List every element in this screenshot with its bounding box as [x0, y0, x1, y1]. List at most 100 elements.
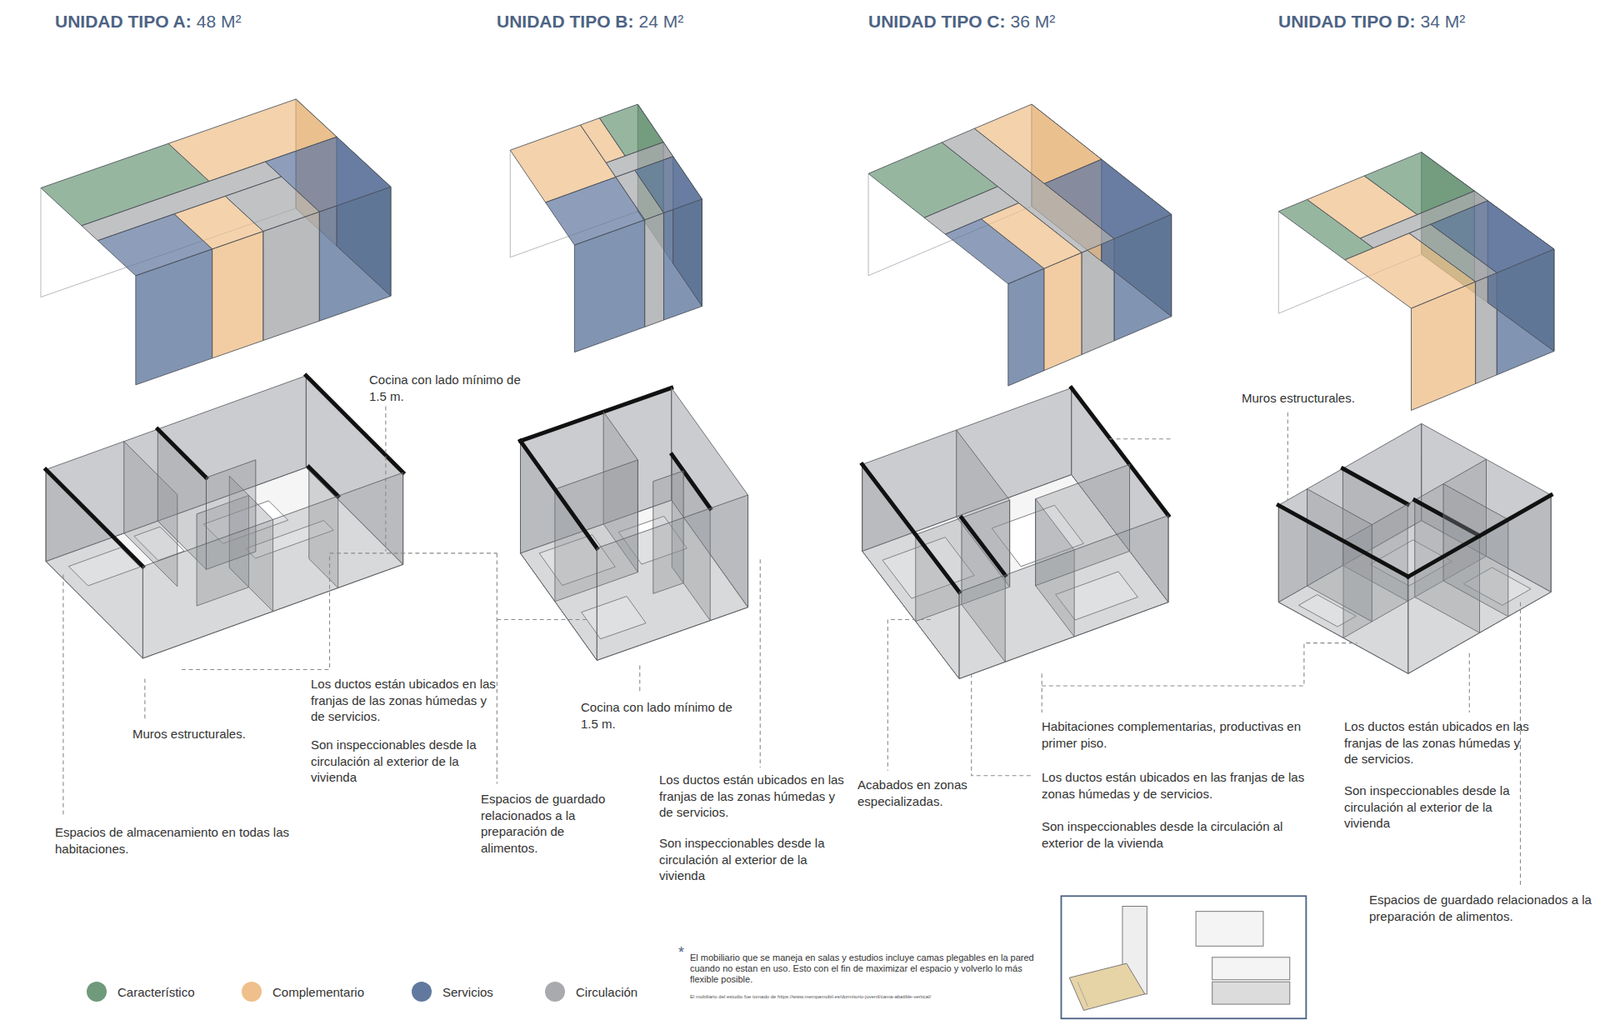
volume-diagram — [40, 99, 391, 385]
volume-face — [645, 212, 665, 327]
unit-area: 48 M² — [196, 11, 242, 31]
volume-top — [1430, 200, 1555, 274]
slats — [1077, 981, 1088, 1006]
floor-plan — [862, 387, 1169, 679]
footnote: El mobiliario que se maneja en salas y e… — [690, 952, 1040, 985]
callout-text: Cocina con lado mínimo de 1.5 m. — [580, 699, 748, 732]
wall — [959, 515, 1169, 680]
callout-text: Acabados en zonas especializadas. — [857, 776, 983, 810]
callout-text: Son inspeccionables desde la circulación… — [310, 736, 495, 786]
legend-swatch — [411, 981, 432, 1002]
unit-area: 24 M² — [639, 11, 685, 31]
leader-line — [639, 665, 640, 695]
wall — [142, 472, 403, 659]
structural-wall — [1408, 495, 1551, 577]
sofa — [1212, 981, 1290, 1005]
structural-wall — [1278, 505, 1409, 577]
callout-text: Espacios de guardado relacionados a la p… — [480, 790, 623, 856]
volume-face — [212, 231, 264, 359]
leader-line — [1109, 438, 1170, 440]
volume-diagram — [868, 104, 1172, 386]
floor-plan — [45, 375, 404, 659]
wall — [520, 440, 597, 660]
structural-wall — [157, 429, 206, 478]
structural-wall — [309, 466, 339, 496]
leader-line — [496, 553, 498, 785]
leader-line — [1469, 653, 1470, 713]
callout-text: Los ductos están ubicados en las franjas… — [659, 771, 847, 821]
leader-line — [62, 575, 64, 817]
volume-top — [1044, 159, 1171, 239]
legend-text: Servicios — [442, 985, 494, 1000]
bed — [1069, 963, 1145, 1010]
unit-heading: UNIDAD TIPO C:36 M² — [868, 11, 1055, 32]
callout-text: Muros estructurales. — [1241, 390, 1400, 407]
unit-heading: UNIDAD TIPO B:24 M² — [496, 11, 684, 32]
legend-swatch — [86, 981, 107, 1002]
leader-line — [144, 678, 145, 720]
volume-face — [263, 211, 320, 340]
legend-text: Característico — [117, 985, 195, 1000]
legend-item: Servicios — [411, 981, 494, 1002]
leader-line — [1041, 673, 1043, 713]
structural-wall — [520, 440, 597, 549]
wall — [862, 464, 960, 679]
structural-wall — [961, 517, 1005, 575]
callout-text: Los ductos están ubicados en las franjas… — [1041, 769, 1309, 802]
leader-line — [496, 619, 590, 620]
structural-wall — [1342, 468, 1408, 505]
volume-top — [225, 176, 320, 232]
leader-line — [181, 553, 497, 670]
floor-plan — [1278, 423, 1551, 674]
unit-heading: UNIDAD TIPO D:34 M² — [1278, 11, 1465, 32]
footnote-mark: * — [678, 944, 685, 961]
leader-line — [1287, 412, 1289, 500]
legend-swatch — [241, 981, 262, 1002]
volume-face — [1008, 268, 1045, 386]
volume-diagram — [510, 104, 702, 353]
leader-line — [1041, 643, 1357, 686]
legend-item: Circulación — [545, 981, 638, 1002]
unit-area: 34 M² — [1420, 11, 1466, 31]
callout-text: Los ductos están ubicados en las franjas… — [1344, 718, 1532, 768]
volume-top — [980, 203, 1081, 270]
callout-text: Los ductos están ubicados en las franjas… — [310, 675, 503, 725]
volume-top — [545, 177, 645, 246]
source-note: El mobiliario del estudio fue tomado de … — [690, 994, 1024, 1000]
volume-top — [635, 156, 703, 214]
unit-title: UNIDAD TIPO A: — [55, 11, 192, 31]
legend-text: Circulación — [575, 985, 638, 1000]
legend-item: Complementario — [241, 981, 365, 1002]
unit-area: 36 M² — [1010, 11, 1056, 31]
legend-text: Complementario — [272, 985, 365, 1000]
wall — [1408, 495, 1551, 674]
callout-text: Cocina con lado mínimo de 1.5 m. — [369, 371, 540, 405]
callout-text: Son inspeccionables desde la circulación… — [659, 835, 847, 885]
wall — [596, 495, 748, 660]
cabinet — [1212, 957, 1290, 980]
structural-wall — [862, 464, 960, 592]
leader-line — [1520, 602, 1521, 886]
wall — [45, 469, 143, 659]
volume-face — [1044, 252, 1082, 371]
callout-text: Espacios de guardado relacionados a la p… — [1369, 891, 1595, 925]
leader-line — [887, 619, 930, 770]
cabinet — [1195, 911, 1264, 947]
leader-line — [760, 559, 761, 768]
bed-illustration — [1060, 895, 1306, 1019]
legend-item: Característico — [86, 981, 195, 1002]
legend-swatch — [545, 981, 565, 1002]
structural-wall — [520, 387, 671, 441]
callout-text: Espacios de almacenamiento en todas las … — [55, 824, 305, 857]
unit-heading: UNIDAD TIPO A:48 M² — [55, 11, 241, 32]
callout-text: Son inspeccionables desde la circulación… — [1344, 782, 1532, 832]
structural-wall — [45, 469, 143, 566]
unit-title: UNIDAD TIPO C: — [868, 11, 1006, 31]
leader-line — [971, 673, 1035, 775]
volume-diagram — [1278, 152, 1555, 411]
callout-text: Muros estructurales. — [132, 725, 291, 743]
callout-text: Habitaciones complementarias, productiva… — [1041, 718, 1317, 751]
unit-title: UNIDAD TIPO D: — [1278, 11, 1416, 31]
callout-text: Son inspeccionables desde la circulación… — [1041, 818, 1309, 851]
